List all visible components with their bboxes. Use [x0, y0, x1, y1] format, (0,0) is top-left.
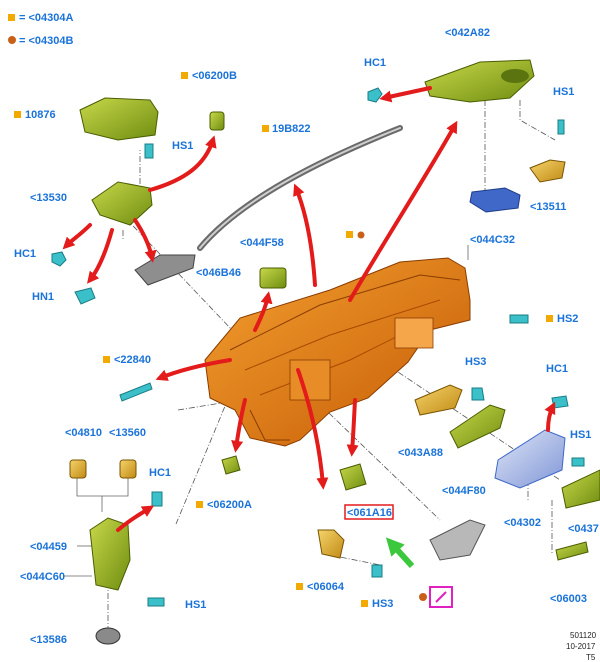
label-04459[interactable]: <04459: [30, 541, 67, 553]
label-hc1-mid[interactable]: HC1: [149, 467, 171, 479]
bracket-044c32: [469, 187, 521, 213]
green-arrow-icon: [385, 537, 415, 569]
legend-square-label: = <04304A: [19, 12, 73, 24]
circle-marker-icon: [8, 36, 16, 44]
bracket-046b46: [134, 254, 196, 286]
label-10876[interactable]: 10876: [25, 109, 56, 121]
label-06003[interactable]: <06003: [550, 593, 587, 605]
cup-13560: [119, 459, 137, 479]
trim-0437: [561, 469, 600, 509]
label-hs2[interactable]: HS2: [557, 313, 578, 325]
bracket-06064: [317, 529, 345, 559]
label-hc1-left[interactable]: HC1: [14, 248, 36, 260]
label-06064[interactable]: <06064: [307, 581, 345, 593]
footer-line-1: 501120: [570, 631, 597, 640]
label-13530[interactable]: <13530: [30, 192, 67, 204]
label-044c32[interactable]: <044C32: [470, 234, 515, 246]
top-cover-10876: [79, 97, 159, 141]
label-043a88[interactable]: <043A88: [398, 447, 443, 459]
bracket-13511: [529, 159, 566, 183]
label-hs1-left[interactable]: HS1: [172, 140, 193, 152]
grey-bracket: [429, 519, 486, 561]
clip-06200b: [209, 111, 225, 131]
footer-line-3: T5: [586, 653, 596, 662]
label-hs1-top-right[interactable]: HS1: [553, 86, 574, 98]
highlight-box: [344, 504, 394, 520]
label-hc1-right[interactable]: HC1: [546, 363, 568, 375]
label-0437[interactable]: <0437: [568, 523, 599, 535]
label-13511[interactable]: <13511: [530, 201, 566, 213]
footer-line-2: 10-2017: [566, 642, 596, 651]
trim-strip-19b822: [197, 125, 403, 251]
label-046b46[interactable]: <046B46: [196, 267, 241, 279]
clips: [51, 87, 585, 607]
label-044f58[interactable]: <044F58: [240, 237, 284, 249]
label-044f80[interactable]: <044F80: [442, 485, 486, 497]
label-04810[interactable]: <04810: [65, 427, 102, 439]
label-06200a[interactable]: <06200A: [207, 499, 252, 511]
label-19b822[interactable]: 19B822: [272, 123, 311, 135]
bezel-04302: [494, 429, 566, 489]
bracket-13530: [91, 181, 153, 226]
label-13560[interactable]: <13560: [109, 427, 146, 439]
label-042a82[interactable]: <042A82: [445, 27, 490, 39]
label-hs3-right[interactable]: HS3: [465, 356, 486, 368]
label-044c60[interactable]: <044C60: [20, 571, 65, 583]
strip-06003: [555, 541, 589, 561]
bracket-043a88: [414, 384, 463, 416]
label-06200b[interactable]: <06200B: [192, 70, 237, 82]
legend-circle-label: = <04304B: [19, 35, 73, 47]
label-hn1[interactable]: HN1: [32, 291, 54, 303]
part-labels: 10876 <06200B <042A82 HC1 HS1 19B822 HS1…: [14, 27, 599, 646]
bezel-044f80: [449, 404, 506, 449]
pencil-note-icon[interactable]: [419, 586, 453, 608]
label-hc1-top[interactable]: HC1: [364, 57, 386, 69]
side-panel-04459: [89, 517, 131, 591]
direction-arrows: [62, 86, 556, 532]
label-04302[interactable]: <04302: [504, 517, 541, 529]
label-22840[interactable]: <22840: [114, 354, 151, 366]
legend: = <04304A = <04304B: [8, 12, 73, 47]
label-hs3-bottom[interactable]: HS3: [372, 598, 393, 610]
bracket-061a16: [339, 463, 367, 491]
label-061a16[interactable]: <061A16: [347, 507, 392, 519]
label-hs1-bottom[interactable]: HS1: [185, 599, 206, 611]
plug-13586: [95, 627, 121, 645]
label-13586[interactable]: <13586: [30, 634, 67, 646]
square-marker-icon: [8, 14, 15, 21]
switch-044f58: [259, 267, 287, 289]
instrument-panel: [204, 257, 471, 447]
clip-06200a: [221, 455, 241, 475]
label-hs1-right[interactable]: HS1: [570, 429, 591, 441]
figure-reference: 501120 10-2017 T5: [566, 631, 597, 662]
cup-04810: [69, 459, 87, 479]
